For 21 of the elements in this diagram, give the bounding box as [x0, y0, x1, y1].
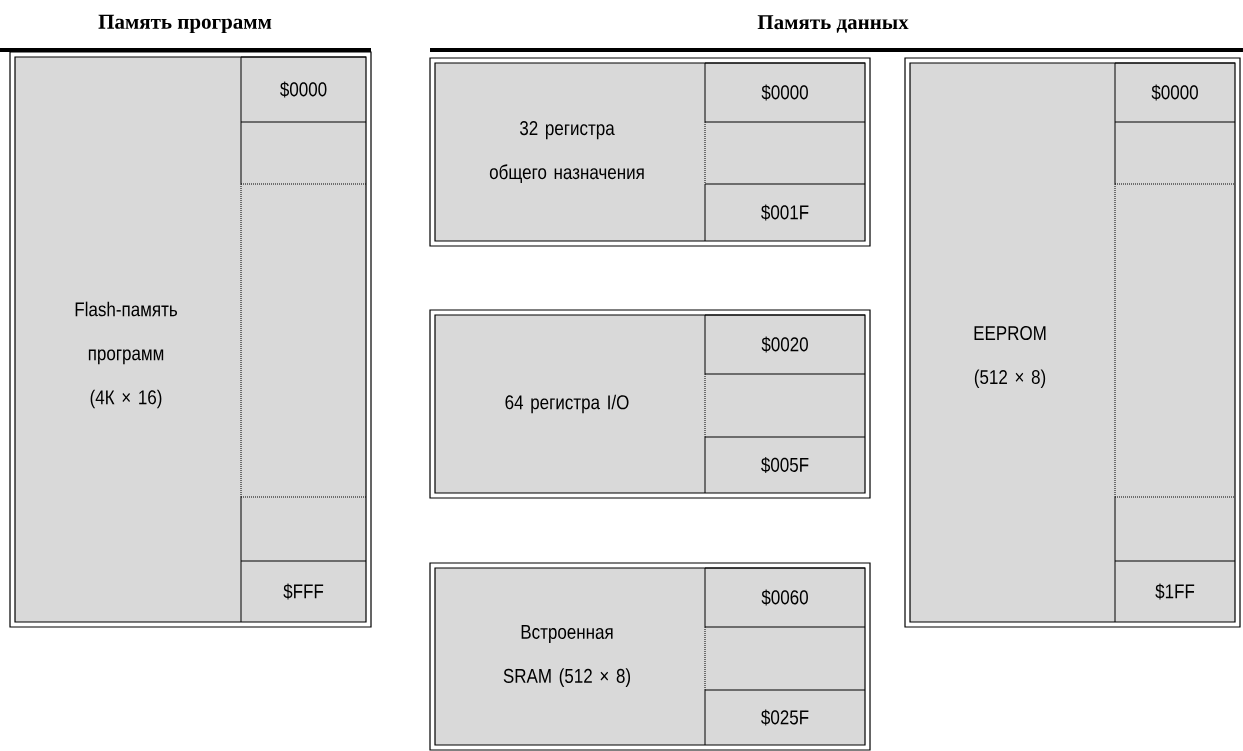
- address-cell: $0000: [240, 56, 367, 123]
- memory-cell: [1114, 183, 1236, 498]
- memory-cell: [240, 183, 367, 498]
- address-cell: $0000: [704, 62, 866, 123]
- address-cell: $025F: [704, 689, 866, 746]
- address-cell: $001F: [704, 183, 866, 242]
- section-heading: Память программ: [98, 14, 272, 34]
- memory-cell: [1114, 496, 1236, 562]
- memory-cell: [704, 626, 866, 691]
- address-cell: $1FF: [1114, 560, 1236, 623]
- memory-cell: [240, 496, 367, 562]
- memory-cell: [704, 373, 866, 438]
- address-cell: $FFF: [240, 560, 367, 623]
- section-heading: Память данных: [757, 15, 909, 33]
- address-cell: $0060: [704, 567, 866, 628]
- memory-cell: [1114, 121, 1236, 185]
- memory-cell: [704, 121, 866, 185]
- memory-cell: [240, 121, 367, 185]
- address-cell: $005F: [704, 436, 866, 494]
- address-cell: $0020: [704, 314, 866, 375]
- address-cell: $0000: [1114, 62, 1236, 123]
